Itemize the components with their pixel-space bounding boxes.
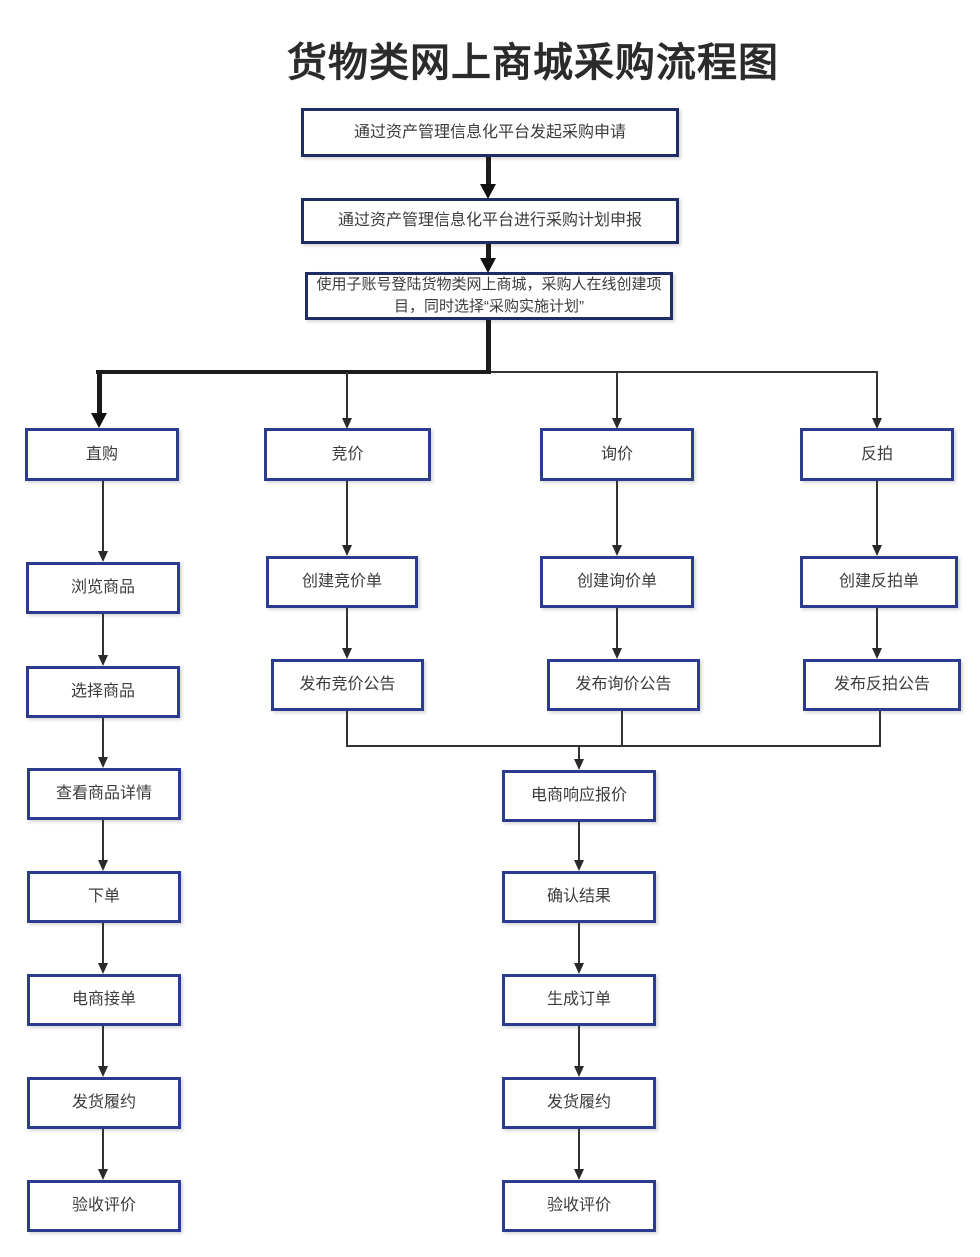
connector-merge-down — [578, 746, 580, 759]
node-initiate-purchase-request: 通过资产管理信息化平台发起采购申请 — [301, 108, 679, 157]
connector-drop-bidding — [346, 372, 348, 419]
arrow-down-icon — [574, 1066, 584, 1077]
arrow-down-icon — [574, 860, 584, 871]
connector-line — [102, 1026, 104, 1066]
connector-line — [102, 614, 104, 655]
connector-top2-top3 — [486, 244, 491, 259]
arrow-down-icon — [872, 648, 882, 659]
node-ship-fulfill-direct: 发货履约 — [27, 1077, 181, 1129]
arrow-down-icon — [98, 551, 108, 562]
connector-merge-horizontal — [346, 745, 881, 747]
connector-top3-junction — [486, 320, 491, 373]
arrow-down-icon — [574, 1169, 584, 1180]
connector-line — [616, 481, 618, 545]
connector-top1-top2 — [486, 157, 491, 185]
node-publish-bidding-notice: 发布竞价公告 — [271, 659, 424, 711]
connector-line — [102, 718, 104, 757]
arrow-down-icon — [342, 545, 352, 556]
node-publish-inquiry-notice: 发布询价公告 — [547, 659, 700, 711]
connector-line — [876, 608, 878, 648]
arrow-down-icon — [91, 413, 107, 428]
arrow-down-icon — [612, 648, 622, 659]
node-accept-evaluate-merged: 验收评价 — [502, 1180, 656, 1232]
connector-line — [346, 481, 348, 545]
connector-junction-right — [491, 371, 878, 373]
node-confirm-result: 确认结果 — [502, 871, 656, 923]
node-place-order: 下单 — [27, 871, 181, 923]
connector-line — [346, 608, 348, 648]
node-direct-purchase: 直购 — [25, 428, 179, 481]
arrow-down-icon — [872, 545, 882, 556]
connector-merge-stub-reverse — [879, 711, 881, 746]
connector-line — [578, 1129, 580, 1169]
connector-line — [578, 822, 580, 860]
arrow-down-icon — [480, 258, 496, 273]
node-accept-evaluate-direct: 验收评价 — [27, 1180, 181, 1232]
arrow-down-icon — [574, 963, 584, 974]
arrow-down-icon — [342, 418, 352, 429]
connector-merge-stub-inquiry — [621, 711, 623, 746]
node-vendor-respond-quote: 电商响应报价 — [502, 770, 656, 822]
arrow-down-icon — [98, 860, 108, 871]
node-vendor-accept-order: 电商接单 — [27, 974, 181, 1026]
arrow-down-icon — [612, 545, 622, 556]
connector-line — [102, 820, 104, 860]
arrow-down-icon — [480, 184, 496, 199]
connector-line — [876, 481, 878, 545]
arrow-down-icon — [342, 648, 352, 659]
arrow-down-icon — [98, 655, 108, 666]
node-create-inquiry-order: 创建询价单 — [540, 556, 694, 608]
arrow-down-icon — [612, 418, 622, 429]
node-create-reverse-auction-order: 创建反拍单 — [800, 556, 958, 608]
connector-drop-direct-purchase — [97, 370, 102, 414]
node-reverse-auction: 反拍 — [800, 428, 954, 481]
node-browse-products: 浏览商品 — [26, 562, 180, 614]
arrow-down-icon — [98, 757, 108, 768]
page-title: 货物类网上商城采购流程图 — [287, 40, 779, 85]
node-generate-order: 生成订单 — [502, 974, 656, 1026]
connector-line — [616, 608, 618, 648]
node-bidding: 竞价 — [264, 428, 431, 481]
connector-line — [578, 1026, 580, 1066]
node-declare-purchase-plan: 通过资产管理信息化平台进行采购计划申报 — [301, 198, 679, 244]
node-view-product-details: 查看商品详情 — [27, 768, 181, 820]
node-select-products: 选择商品 — [26, 666, 180, 718]
node-inquiry: 询价 — [540, 428, 694, 481]
arrow-down-icon — [98, 963, 108, 974]
arrow-down-icon — [872, 418, 882, 429]
arrow-down-icon — [98, 1066, 108, 1077]
arrow-down-icon — [98, 1169, 108, 1180]
connector-merge-stub-bidding — [346, 711, 348, 746]
connector-line — [578, 923, 580, 963]
connector-line — [102, 1129, 104, 1169]
node-publish-reverse-auction-notice: 发布反拍公告 — [803, 659, 961, 711]
connector-drop-reverse-auction — [876, 372, 878, 419]
connector-junction-left — [96, 370, 491, 374]
connector-line — [102, 923, 104, 963]
node-create-bidding-order: 创建竞价单 — [266, 556, 418, 608]
connector-line — [102, 481, 104, 551]
arrow-down-icon — [574, 759, 584, 770]
node-login-create-project: 使用子账号登陆货物类网上商城，采购人在线创建项目，同时选择“采购实施计划” — [305, 272, 673, 320]
node-ship-fulfill-merged: 发货履约 — [502, 1077, 656, 1129]
connector-drop-inquiry — [616, 372, 618, 419]
